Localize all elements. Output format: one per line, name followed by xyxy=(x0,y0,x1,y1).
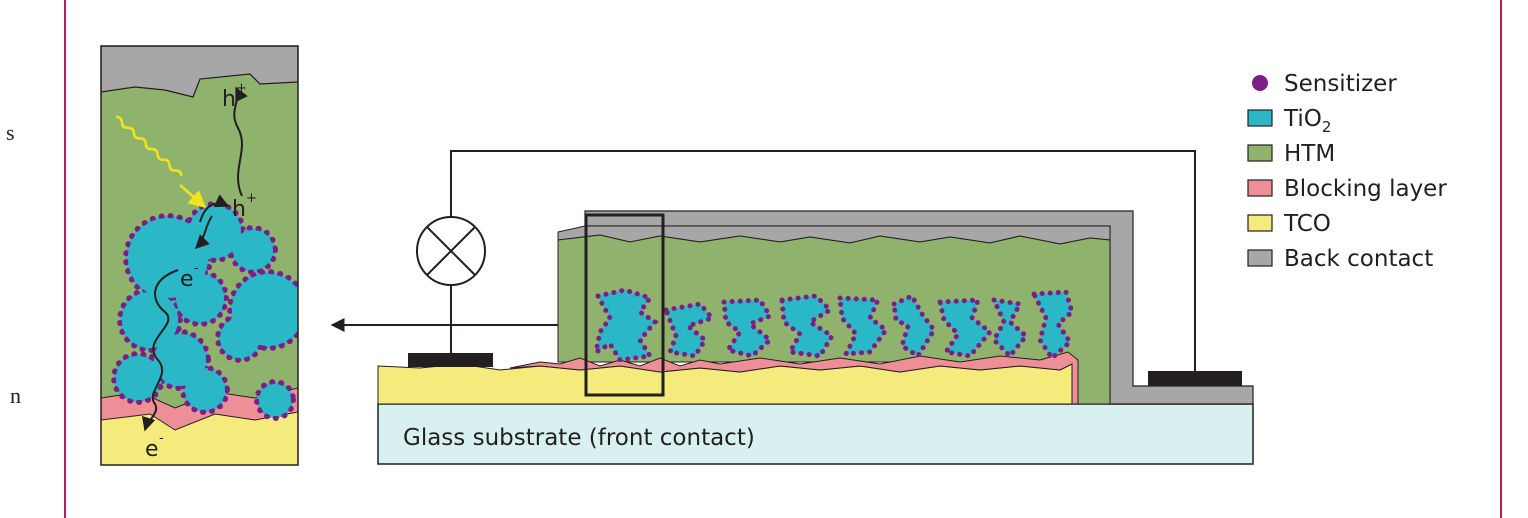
tio2-cluster-9 xyxy=(1030,289,1075,362)
legend-label: Blocking layer xyxy=(1284,176,1447,202)
legend-item-back-contact: Back contact xyxy=(1247,246,1433,272)
legend-item-tco: TCO xyxy=(1247,211,1331,237)
legend-swatch xyxy=(1252,75,1268,91)
legend-item-blocking-layer: Blocking layer xyxy=(1247,176,1447,202)
tio2-cluster-1 xyxy=(592,287,659,363)
glass-substrate-label: Glass substrate (front contact) xyxy=(403,425,755,451)
electron-label-mid: e xyxy=(180,267,194,292)
magnification-box xyxy=(584,213,665,397)
tio2-cluster-3 xyxy=(721,297,774,359)
electron-charge-bottom: - xyxy=(159,431,164,446)
legend-item-sensitizer: Sensitizer xyxy=(1252,71,1397,97)
front-contact-pad xyxy=(408,353,493,367)
tio2-cluster-4 xyxy=(779,293,836,359)
solar-cell-device: Glass substrate (front contact) xyxy=(377,150,1254,465)
legend-label: HTM xyxy=(1284,141,1335,167)
electron-label-bottom: e xyxy=(145,437,159,462)
inset-magnified-view xyxy=(101,46,298,465)
hole-transport-arrow xyxy=(233,86,248,197)
hole-injection-arrow xyxy=(199,194,230,223)
left-frame-border xyxy=(64,0,66,518)
legend-label: TCO xyxy=(1283,211,1331,237)
inset-back-contact xyxy=(101,46,298,98)
legend-swatch xyxy=(1247,144,1273,162)
hole-label-top: h xyxy=(222,87,236,112)
tio2-cluster-2 xyxy=(662,301,717,359)
legend-label: Sensitizer xyxy=(1284,71,1397,97)
tio2-clusters xyxy=(592,287,1075,363)
electron-charge-mid: - xyxy=(194,261,199,276)
back-contact-pad xyxy=(1148,371,1242,386)
clipped-text-n: n xyxy=(10,383,21,408)
tio2-cluster-6 xyxy=(891,292,938,360)
inset-border xyxy=(100,45,299,466)
legend-swatch xyxy=(1247,214,1273,232)
glass-substrate xyxy=(377,403,1254,465)
legend-item-htm: HTM xyxy=(1247,141,1335,167)
hole-label-mid: h xyxy=(232,197,246,222)
legend-swatch xyxy=(1247,179,1273,197)
legend-swatch xyxy=(1247,109,1273,127)
tio2-cluster-8 xyxy=(989,296,1030,360)
hole-charge-mid: + xyxy=(246,191,257,206)
photon-arrow xyxy=(179,184,207,209)
hole-charge-top: + xyxy=(236,81,247,96)
right-frame-border xyxy=(1500,0,1502,518)
electron-injection-arrow xyxy=(195,215,213,249)
electron-transport-arrow xyxy=(141,269,179,432)
wire-top-circuit xyxy=(450,150,1196,371)
tio2-cluster-7 xyxy=(936,297,994,359)
load-lamp-symbol xyxy=(416,216,486,286)
legend-label: TiO2 xyxy=(1283,106,1331,136)
legend-label: Back contact xyxy=(1284,246,1433,272)
clipped-text-s: s xyxy=(6,120,15,145)
legend-swatch xyxy=(1247,249,1273,267)
blocking-layer xyxy=(509,351,1079,405)
tio2-cluster-5 xyxy=(837,295,890,357)
photon-wave xyxy=(115,115,183,177)
legend-item-tio: TiO2 xyxy=(1247,106,1331,136)
